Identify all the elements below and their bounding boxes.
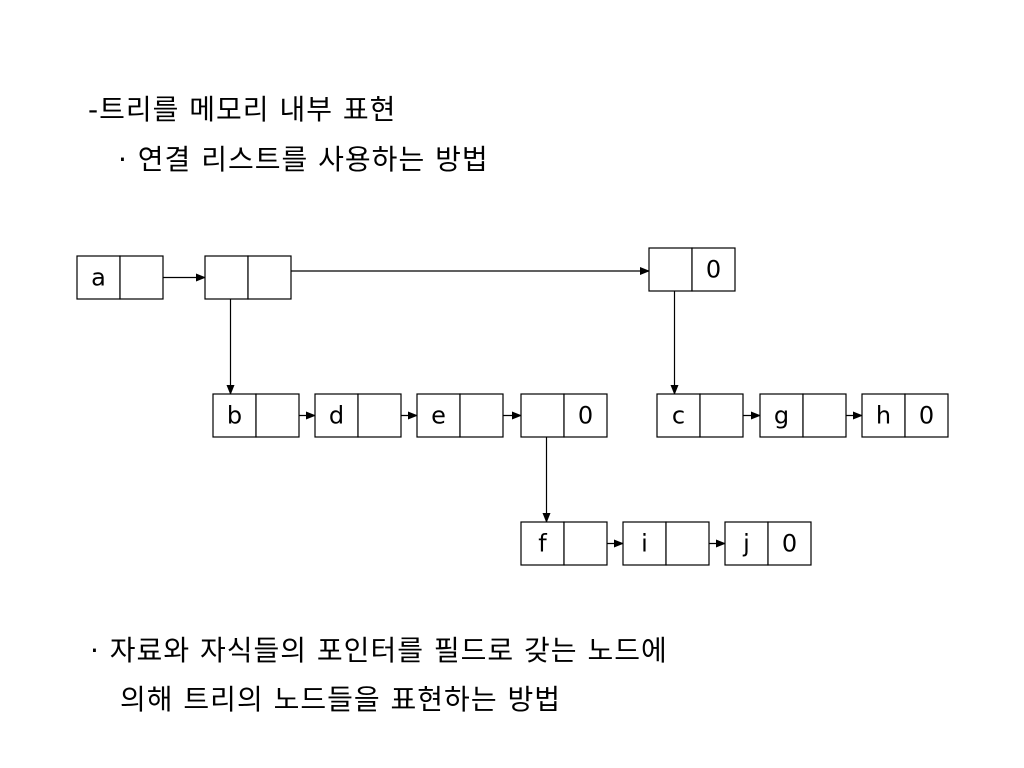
node-data-label: f: [538, 530, 547, 558]
node-link-cell: [119, 255, 164, 300]
node-data-label: c: [672, 402, 685, 430]
node-data-cell: [416, 393, 461, 438]
node-null-label: 0: [578, 402, 593, 430]
node-data-label: g: [774, 402, 789, 430]
node-i: i: [622, 521, 710, 566]
node-d: d: [314, 393, 402, 438]
node-data-cell: [520, 521, 565, 566]
node-link-cell: [459, 393, 504, 438]
node-data-cell: [724, 521, 769, 566]
node-a: a: [76, 255, 164, 300]
node-link-cell: [563, 393, 608, 438]
node-link-cell: [255, 393, 300, 438]
node-null-label: 0: [782, 530, 797, 558]
node-data-cell: [759, 393, 804, 438]
node-null-label: 0: [919, 402, 934, 430]
description-line-2: 의해 트리의 노드들을 표현하는 방법: [120, 683, 562, 716]
node-data-label: e: [431, 402, 446, 430]
node-link-cell: [247, 255, 292, 300]
node-e: e: [416, 393, 504, 438]
node-link-cell: [767, 521, 812, 566]
node-data-cell: [656, 393, 701, 438]
description-line-1: · 자료와 자식들의 포인터를 필드로 갖는 노드에: [90, 634, 668, 667]
node-null-label: 0: [706, 256, 721, 284]
node-data-cell: [648, 247, 693, 292]
node-data-label: j: [742, 530, 750, 558]
node-link-cell: [699, 393, 744, 438]
node-list: [204, 255, 292, 300]
heading: -트리를 메모리 내부 표현: [88, 93, 397, 126]
node-data-label: d: [329, 402, 344, 430]
node-c: c: [656, 393, 744, 438]
node-link-cell: [691, 247, 736, 292]
node-data-label: a: [91, 264, 106, 292]
node-b: b: [212, 393, 300, 438]
node-g: g: [759, 393, 847, 438]
node-link-cell: [665, 521, 710, 566]
node-link-cell: [904, 393, 949, 438]
node-link-cell: [802, 393, 847, 438]
node-data-cell: [212, 393, 257, 438]
node-data-cell: [204, 255, 249, 300]
node-f: f: [520, 521, 608, 566]
node-link-cell: [357, 393, 402, 438]
node-data-label: i: [641, 530, 648, 558]
subheading: · 연결 리스트를 사용하는 방법: [118, 143, 489, 176]
node-data-label: h: [876, 402, 891, 430]
node-c-list: 0: [648, 247, 736, 292]
node-data-label: b: [227, 402, 242, 430]
node-f-list: 0: [520, 393, 608, 438]
node-link-cell: [563, 521, 608, 566]
node-data-cell: [520, 393, 565, 438]
node-data-cell: [861, 393, 906, 438]
